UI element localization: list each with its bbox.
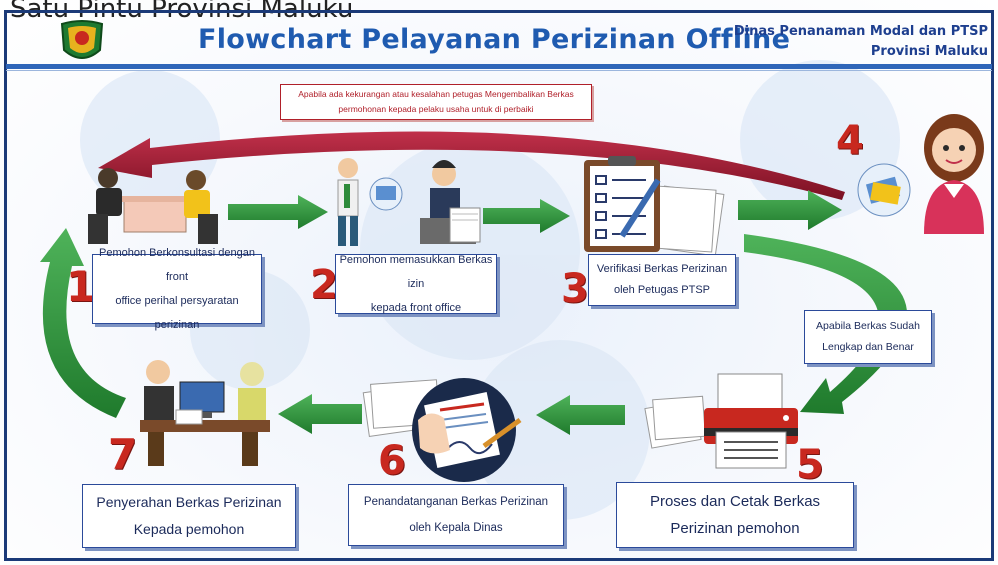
step-1-box: Pemohon Berkonsultasi dengan front offic… [92,247,262,331]
step-5-line1: Proses dan Cetak Berkas [649,493,821,510]
arrow-7-to-1 [40,228,126,418]
step-7-line1: Penyerahan Berkas Perizinan [96,494,282,510]
step-1-line1: Pemohon Berkonsultasi dengan front [99,247,255,283]
step-3-line2: oleh Petugas PTSP [613,284,710,296]
arrow-3-to-4 [738,190,842,230]
return-note-line1: Apabila ada kekurangan atau kesalahan pe… [298,89,574,99]
step-5-line2: Perizinan pemohon [670,520,800,537]
step-7-box: Penyerahan Berkas Perizinan Kepada pemoh… [82,484,296,548]
step-5-box: Proses dan Cetak Berkas Perizinan pemoho… [616,482,854,548]
return-note-line2: permohonan kepada pelaku usaha untuk di … [338,104,534,114]
complete-note-line1: Apabila Berkas Sudah [816,320,920,332]
handover-office-icon [140,360,270,466]
arrow-5-to-6 [536,395,625,435]
consultation-desk-icon [88,168,218,244]
complete-note: Apabila Berkas Sudah Lengkap dan Benar [804,310,932,364]
agency-name-line2: Provinsi Maluku [870,44,988,59]
submit-documents-icon [337,158,481,246]
step-6-line1: Penandatanganan Berkas Perizinan [363,496,549,508]
step-number-4: 4 [836,118,864,164]
step-6-box: Penandatanganan Berkas Perizinan oleh Ke… [348,484,564,546]
signing-document-icon [362,378,522,482]
step-number-3: 3 [561,266,589,312]
header-rule-thin [6,70,992,71]
outer-frame [4,10,994,561]
step-number-2: 2 [310,262,338,308]
step-1-line2: office perihal persyaratan perizinan [115,295,239,331]
step-7-line2: Kepada pemohon [133,521,245,537]
step-3-box: Verifikasi Berkas Perizinan oleh Petugas… [588,254,736,306]
arrow-1-to-2 [228,195,328,229]
step-number-1: 1 [66,262,96,311]
return-arrow [98,131,845,200]
header-rule [6,64,992,69]
arrow-6-to-7 [278,394,362,434]
step-2-line2: kepada front office [370,302,462,314]
step-number-6: 6 [378,438,406,484]
complete-note-line2: Lengkap dan Benar [822,341,914,353]
arrow-3-to-5 [744,234,908,414]
printer-icon [644,373,798,469]
officer-with-documents-icon [857,114,984,234]
step-2-box: Pemohon memasukkan Berkas izin kepada fr… [335,254,497,314]
return-note: Apabila ada kekurangan atau kesalahan pe… [280,84,592,120]
checklist-clipboard-icon [584,156,725,257]
arrow-2-to-3 [483,199,570,233]
step-2-line1: Pemohon memasukkan Berkas izin [339,254,493,290]
step-6-line2: oleh Kepala Dinas [409,522,503,534]
agency-name: Dinas Penanaman Modal dan PTSP Provinsi … [734,22,988,62]
step-number-5: 5 [796,442,824,488]
agency-name-line1: Dinas Penanaman Modal dan PTSP [733,24,988,39]
step-number-7: 7 [108,430,138,479]
page-title: Flowchart Pelayanan Perizinan Offline [198,24,791,55]
step-3-line1: Verifikasi Berkas Perizinan [596,263,728,275]
